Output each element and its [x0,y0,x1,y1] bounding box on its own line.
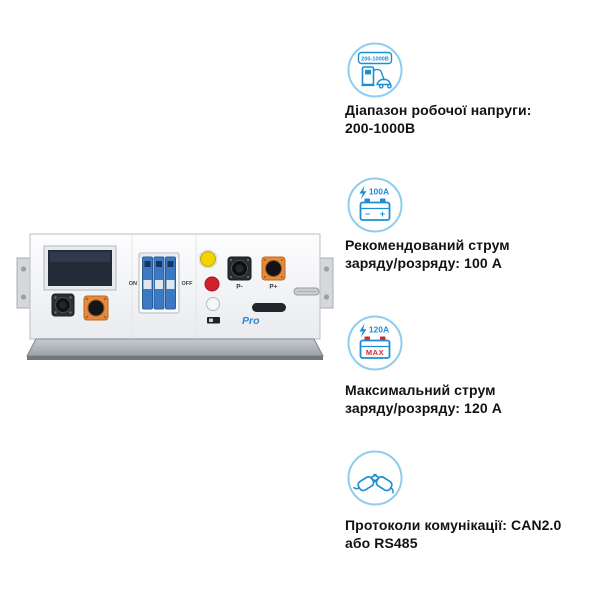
power-switch [207,317,220,324]
breaker-pole [142,256,153,310]
battery-device-image: ON OFF P- [0,222,340,364]
car-battery-max-icon: MAX [359,336,391,359]
terminal-negative-label: P- [236,284,243,291]
spec-text-line: Рекомендований струм [345,237,510,253]
spec-item-protocols-text: Протоколи комунікації: CAN2.0 або RS485 [345,516,595,552]
battery-recommended-current-icon: 100A − + [347,177,403,233]
spec-item-protocols-icon-wrap [347,450,403,511]
car-battery-icon: − + [359,198,391,221]
communication-plugs-icon [347,450,403,506]
circuit-breaker: ON OFF [129,252,194,314]
breaker-pole [165,256,176,310]
terminal-positive-connector [261,256,286,281]
lightning-bolt-icon [359,323,367,338]
spec-item-current-icon-wrap: 100A − + [347,177,403,238]
charging-station-icon [361,66,392,89]
device-display [43,245,117,291]
right-mounting-bracket [319,257,334,309]
battery-minus-label: − [365,209,370,219]
max-current-badge-label: 120A [369,325,389,335]
terminal-positive-label: P+ [269,284,277,291]
device-base [26,338,324,360]
breaker-on-label: ON [129,281,137,287]
breaker-pole [153,256,165,310]
brand-label: Pro [242,315,260,327]
spec-text-line: Діапазон робочої напруги: [345,102,532,118]
spec-text-line: Протоколи комунікації: CAN2.0 [345,517,562,533]
spec-text-line: або RS485 [345,535,418,551]
spec-text-line: 200-1000В [345,120,416,136]
left-mounting-bracket [16,257,31,309]
lightning-bolt-icon [359,185,367,200]
current-badge-label: 100A [369,187,389,197]
spec-text-line: заряду/розряду: 120 А [345,400,502,416]
red-button [204,276,220,292]
battery-max-current-icon: 120A MAX [347,315,403,371]
spec-item-voltage-text: Діапазон робочої напруги: 200-1000В [345,101,595,137]
ev-voltage-range-icon: 200-1000В [347,42,403,98]
spec-item-max-current-icon-wrap: 120A MAX [347,315,403,376]
comm-connector-black [51,293,75,317]
spec-item-current-text: Рекомендований струм заряду/розряду: 100… [345,236,595,272]
voltage-badge-label: 200-1000В [361,56,389,62]
battery-max-label: MAX [366,348,384,357]
spec-text-line: заряду/розряду: 100 А [345,255,502,271]
terminal-negative-connector [227,256,252,281]
comm-connector-orange [83,295,109,321]
yellow-button [198,249,218,269]
plug-left-icon [353,473,380,492]
battery-plus-label: + [380,209,385,219]
breaker-off-label: OFF [182,281,194,287]
icon-ring [347,450,403,506]
voltage-badge [357,51,393,65]
plug-right-icon [370,473,394,494]
spec-item-max-current-text: Максимальний струм заряду/розряду: 120 А [345,381,595,417]
white-button [206,297,220,311]
battery-device-drawing: ON OFF P- [16,233,334,360]
spec-item-voltage-icon-wrap: 200-1000В [347,42,403,103]
vent-slot [252,303,286,312]
handle [293,287,320,296]
spec-text-line: Максимальний струм [345,382,496,398]
